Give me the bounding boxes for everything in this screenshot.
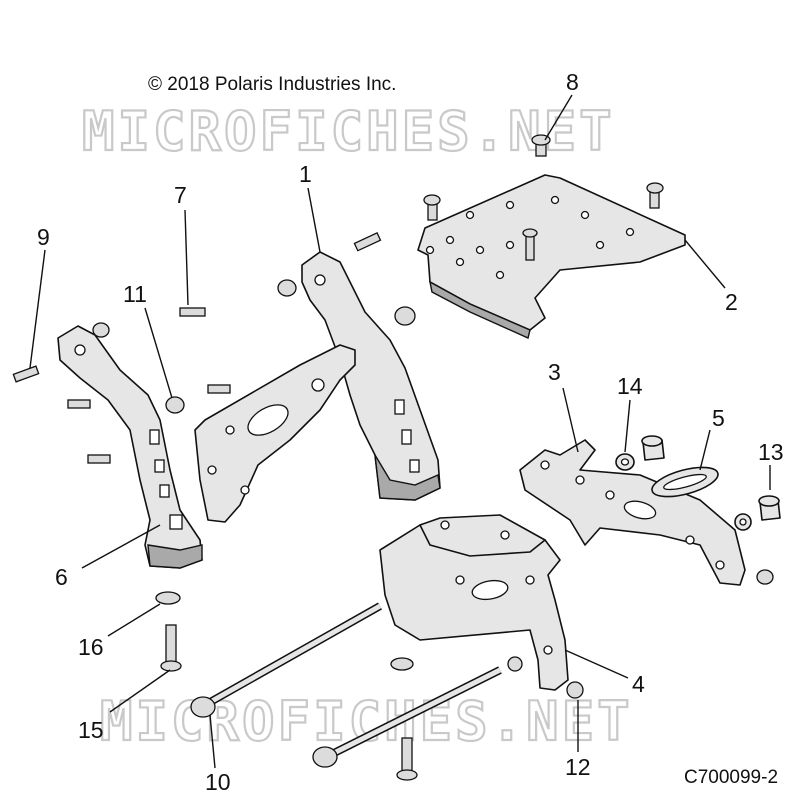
copyright-notice: © 2018 Polaris Industries Inc. — [148, 74, 397, 95]
part-1-main-bracket — [194, 251, 441, 523]
callout-16: 16 — [78, 634, 104, 660]
watermark-top: MICROFICHES.NET — [82, 100, 615, 163]
leader-lines — [29, 94, 771, 769]
callout-3: 3 — [548, 359, 561, 385]
part-2-mounting-plate — [417, 174, 686, 339]
callout-9: 9 — [37, 224, 50, 250]
callout-6: 6 — [55, 564, 68, 590]
callout-1: 1 — [299, 161, 312, 187]
part-13-bushing — [734, 495, 781, 531]
part-14-bushing — [615, 435, 665, 471]
callout-13: 13 — [758, 439, 784, 465]
callout-7: 7 — [174, 182, 187, 208]
part-3-right-bracket — [519, 439, 746, 586]
hardware-fasteners — [12, 134, 774, 781]
callout-11: 11 — [123, 281, 147, 307]
part-6-left-bracket — [57, 325, 203, 569]
callout-5: 5 — [712, 405, 725, 431]
part-10-long-bolts — [190, 602, 502, 768]
callout-labels: 1 2 3 4 5 6 7 8 9 10 11 12 13 14 15 16 — [37, 69, 784, 795]
callout-14: 14 — [617, 373, 643, 399]
callout-2: 2 — [725, 289, 738, 315]
watermark-bottom: MICROFICHES.NET — [100, 690, 633, 753]
callout-15: 15 — [78, 717, 104, 743]
figure-id: C700099-2 — [684, 767, 779, 788]
callout-10: 10 — [205, 769, 231, 795]
part-5-grommet — [651, 466, 719, 498]
callout-12: 12 — [565, 754, 591, 780]
callout-8: 8 — [566, 69, 579, 95]
part-4-lower-bracket — [379, 514, 569, 691]
callout-4: 4 — [632, 671, 645, 697]
